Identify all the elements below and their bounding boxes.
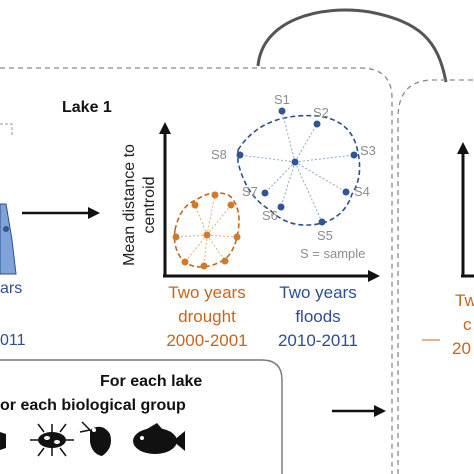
- left-fragment-line1: ars: [0, 280, 22, 297]
- sample-label-s8: S8: [211, 147, 227, 162]
- zooplankton-icon: [30, 423, 74, 457]
- drought-label-line1: Two years: [168, 283, 245, 302]
- lake-panel-border: [0, 67, 393, 474]
- drought-point: [233, 233, 241, 241]
- y-axis-label-line2: centroid: [141, 177, 158, 234]
- drought-point: [172, 233, 180, 241]
- group-box: [0, 359, 283, 474]
- left-point: [3, 226, 9, 232]
- right-fragment-line3: 20: [452, 339, 471, 358]
- y-axis-label-line1: Mean distance to: [121, 144, 138, 266]
- sample-label-s7: S7: [242, 184, 258, 199]
- drought-label-line2: drought: [178, 307, 236, 326]
- group-box-line1: For each lake: [100, 373, 202, 390]
- floods-label-line2: floods: [295, 307, 340, 326]
- right-y-axis-arrowhead: [457, 142, 469, 154]
- drought-point: [200, 262, 208, 270]
- x-axis-arrowhead: [368, 270, 380, 282]
- flood-point-s7: [261, 189, 269, 197]
- sample-label-s1: S1: [274, 92, 290, 107]
- arrow-to-chart-head: [88, 207, 100, 219]
- right-fragment-line2: c: [463, 315, 472, 334]
- drought-point: [227, 201, 235, 209]
- sample-label-s2: S2: [313, 105, 329, 120]
- arrow-bottom-head: [374, 405, 386, 417]
- right-fragment-line1: Tw: [455, 291, 474, 310]
- drought-centroid: [203, 231, 211, 239]
- sample-label-s4: S4: [354, 184, 370, 199]
- drought-point: [181, 258, 189, 266]
- flood-point-s5: [318, 218, 326, 226]
- flood-centroid: [291, 158, 299, 166]
- sample-label-s5: S5: [317, 228, 333, 243]
- drought-cluster: [172, 191, 241, 270]
- drought-label-line3: 2000-2001: [166, 331, 247, 350]
- sample-legend: S = sample: [300, 246, 365, 261]
- group-box-line2: or each biological group: [0, 397, 186, 414]
- y-axis-arrowhead: [159, 122, 171, 134]
- flood-point-s3: [350, 151, 358, 159]
- sample-label-s3: S3: [360, 143, 376, 158]
- drought-spokes: [175, 194, 238, 267]
- daphnia-icon: [79, 421, 111, 456]
- flood-point-s2: [313, 120, 321, 128]
- flood-cluster: [236, 107, 361, 226]
- sample-label-s6: S6: [262, 208, 278, 223]
- left-fragment-line2: 011: [0, 332, 26, 349]
- flood-hull: [237, 114, 361, 226]
- partial-organism-icon: [0, 432, 6, 450]
- top-connector-arc: [256, 8, 448, 83]
- floods-label-line3: 2010-2011: [278, 331, 358, 350]
- drought-point: [221, 257, 229, 265]
- flood-point-s1: [278, 107, 286, 115]
- flood-point-s6: [277, 203, 285, 211]
- left-blue-shape: [0, 203, 17, 275]
- flood-point-s8: [236, 151, 244, 159]
- left-bracket: [0, 123, 13, 136]
- fish-icon: [133, 423, 185, 454]
- flood-point-s4: [342, 188, 350, 196]
- lake-title: Lake 1: [62, 99, 112, 116]
- drought-point: [211, 191, 219, 199]
- drought-point: [191, 201, 199, 209]
- floods-label-line1: Two years: [279, 283, 356, 302]
- flood-spokes: [239, 110, 355, 223]
